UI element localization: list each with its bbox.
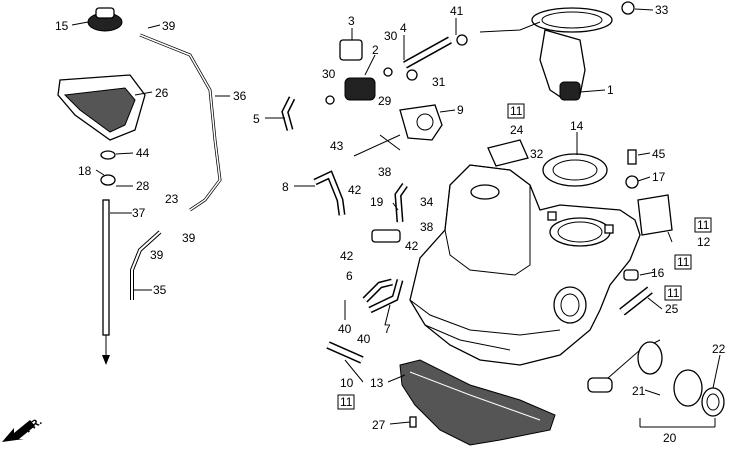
fuel-pump [479, 7, 613, 101]
boxed-callouts: 11 11 11 11 11 [337, 103, 712, 410]
callout-39: 39 [182, 231, 196, 245]
bolt-33 [621, 1, 635, 15]
callout-14: 14 [570, 119, 584, 133]
fuel-joint [371, 229, 401, 243]
callout-13: 13 [370, 376, 384, 390]
callout-41: 41 [450, 4, 464, 18]
callout-5: 5 [253, 112, 260, 126]
callout-42: 42 [340, 249, 354, 263]
callout-21: 21 [632, 384, 646, 398]
heat-shield [399, 359, 556, 446]
callout-39: 39 [150, 248, 164, 262]
callout-9: 9 [457, 103, 464, 117]
callout-27: 27 [372, 418, 386, 432]
callout-8: 8 [282, 180, 289, 194]
bolt-31 [406, 69, 418, 81]
callout-26: 26 [155, 86, 169, 100]
fuel-filter [344, 77, 376, 101]
callout-31: 31 [432, 75, 446, 89]
boxed-callout-11: 11 [677, 255, 690, 269]
boxed-callout-11: 11 [340, 395, 353, 409]
callout-29: 29 [378, 94, 392, 108]
callout-35: 35 [153, 283, 167, 297]
filler-neck [57, 74, 146, 186]
callout-labels: 15 39 3 4 41 33 2 30 30 31 1 26 36 29 9 … [55, 3, 726, 445]
fuel-tank [409, 164, 641, 366]
callout-40: 40 [357, 332, 371, 346]
callout-43: 43 [330, 139, 344, 153]
callout-42: 42 [348, 183, 362, 197]
bolt-45 [627, 149, 637, 165]
callout-37: 37 [132, 206, 146, 220]
clip-41 [456, 34, 468, 46]
callout-22: 22 [712, 342, 726, 356]
boxed-callout-11: 11 [667, 286, 680, 300]
callout-18: 18 [78, 164, 92, 178]
packing-ring [542, 153, 608, 187]
callout-40: 40 [338, 322, 352, 336]
callout-30: 30 [322, 67, 336, 81]
callout-1: 1 [607, 83, 614, 97]
callout-36: 36 [233, 89, 247, 103]
pressure-regulator [399, 104, 443, 141]
callout-42: 42 [405, 239, 419, 253]
washer-30b [325, 95, 335, 105]
grommet-16 [623, 269, 639, 281]
callout-24: 24 [510, 123, 524, 137]
callout-7: 7 [384, 322, 391, 336]
front-direction-arrow: FR. [2, 415, 44, 442]
drain-tube [102, 199, 110, 336]
gasket-plate [487, 139, 529, 167]
callout-2: 2 [372, 43, 379, 57]
callout-34: 34 [420, 195, 434, 209]
callout-32: 32 [530, 147, 544, 161]
callout-44: 44 [136, 146, 150, 160]
callout-16: 16 [651, 266, 665, 280]
nut-17 [625, 175, 639, 189]
callout-19: 19 [370, 195, 384, 209]
callout-6: 6 [346, 269, 353, 283]
callout-38: 38 [420, 220, 434, 234]
callout-33: 33 [655, 3, 669, 17]
bolt-27 [409, 416, 417, 428]
boxed-callout-11: 11 [510, 104, 523, 118]
boxed-callout-11: 11 [697, 218, 710, 232]
callout-20: 20 [663, 431, 677, 445]
callout-17: 17 [652, 170, 666, 184]
callout-25: 25 [665, 302, 679, 316]
fuel-gauge-unit [587, 339, 725, 417]
cushion-pad [637, 194, 673, 236]
callout-45: 45 [652, 147, 666, 161]
washer-30 [383, 67, 393, 77]
callout-23: 23 [165, 192, 179, 206]
callout-10: 10 [340, 376, 354, 390]
callout-4: 4 [400, 21, 407, 35]
callout-28: 28 [136, 179, 150, 193]
callout-12: 12 [697, 235, 711, 249]
callout-3: 3 [348, 14, 355, 28]
leader-lines [71, 8, 721, 428]
callout-38: 38 [378, 165, 392, 179]
callout-15: 15 [55, 19, 69, 33]
filter-holder [339, 39, 363, 61]
callout-30: 30 [384, 29, 398, 43]
callout-39: 39 [162, 19, 176, 33]
filler-cap [87, 7, 123, 32]
